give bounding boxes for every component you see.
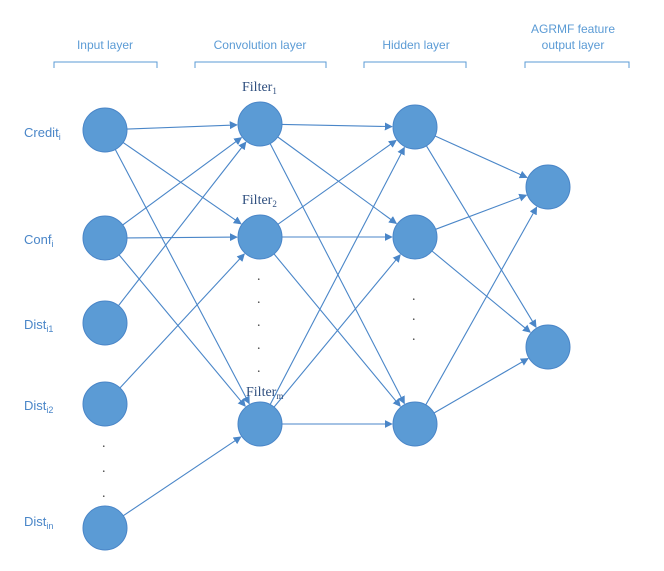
hidden-layer-bracket — [363, 61, 467, 68]
input-ellipsis-dot: . — [102, 486, 106, 501]
output-layer-title-line2: output layer — [542, 38, 605, 52]
connection-arrow — [425, 206, 538, 406]
connection-arrow — [126, 121, 238, 130]
neurons — [82, 101, 571, 551]
input-label-credit: Crediti — [24, 125, 61, 142]
connection-arrow — [425, 145, 537, 328]
hidden-ellipsis-dot: . — [412, 329, 416, 344]
input-node-2 — [82, 215, 128, 261]
connection-arrow — [119, 253, 245, 389]
connection-arrow — [277, 136, 398, 224]
connections — [114, 121, 538, 517]
filter-label-2: Filter2 — [242, 193, 277, 209]
connection-arrow — [126, 233, 238, 242]
connection-arrow — [122, 436, 242, 517]
conv-node-2 — [237, 214, 283, 260]
connection-arrow — [118, 141, 247, 306]
input-layer-bracket — [53, 61, 158, 68]
hidden-ellipsis-dot: . — [412, 289, 416, 304]
connection-arrow — [435, 193, 528, 230]
connection-arrow — [431, 250, 531, 333]
connection-arrow — [269, 143, 405, 405]
hidden-node-2 — [392, 214, 438, 260]
input-node-5 — [82, 505, 128, 551]
connection-arrow — [281, 122, 393, 131]
convolution-layer-title: Convolution layer — [214, 38, 307, 52]
input-label-dist-n: Distin — [24, 514, 53, 531]
input-layer-title: Input layer — [77, 38, 133, 52]
conv-node-1 — [237, 101, 283, 147]
connection-arrow — [277, 139, 397, 225]
filter-label-m: Filterm — [246, 385, 283, 401]
input-node-4 — [82, 381, 128, 427]
filter-label-1: Filter1 — [242, 80, 277, 96]
hidden-ellipsis-dot: . — [412, 309, 416, 324]
conv-ellipsis-dot: . — [257, 338, 261, 353]
input-ellipsis-dot: . — [102, 461, 106, 476]
connection-arrow — [118, 254, 246, 407]
input-label-dist-1: Disti1 — [24, 317, 53, 334]
connection-arrow — [434, 135, 528, 179]
connection-arrow — [433, 358, 529, 414]
conv-node-3 — [237, 401, 283, 447]
convolution-layer-bracket — [194, 61, 327, 68]
connection-arrow — [273, 254, 401, 408]
hidden-node-3 — [392, 401, 438, 447]
connection-arrow — [114, 149, 250, 405]
conv-ellipsis-dot: . — [257, 315, 261, 330]
input-node-1 — [82, 107, 128, 153]
input-node-3 — [82, 300, 128, 346]
input-label-conf: Confi — [24, 232, 53, 249]
output-node-2 — [525, 324, 571, 370]
output-layer-title-line1: AGRMF feature — [531, 22, 615, 36]
connection-arrow — [122, 137, 243, 226]
connection-arrow — [122, 142, 242, 225]
connection-arrow — [269, 146, 405, 405]
input-ellipsis-dot: . — [102, 436, 106, 451]
hidden-layer-title: Hidden layer — [382, 38, 449, 52]
output-node-1 — [525, 164, 571, 210]
conv-ellipsis-dot: . — [257, 361, 261, 376]
hidden-node-1 — [392, 104, 438, 150]
conv-ellipsis-dot: . — [257, 269, 261, 284]
input-label-dist-2: Disti2 — [24, 398, 53, 415]
output-layer-bracket — [524, 61, 630, 68]
conv-ellipsis-dot: . — [257, 292, 261, 307]
